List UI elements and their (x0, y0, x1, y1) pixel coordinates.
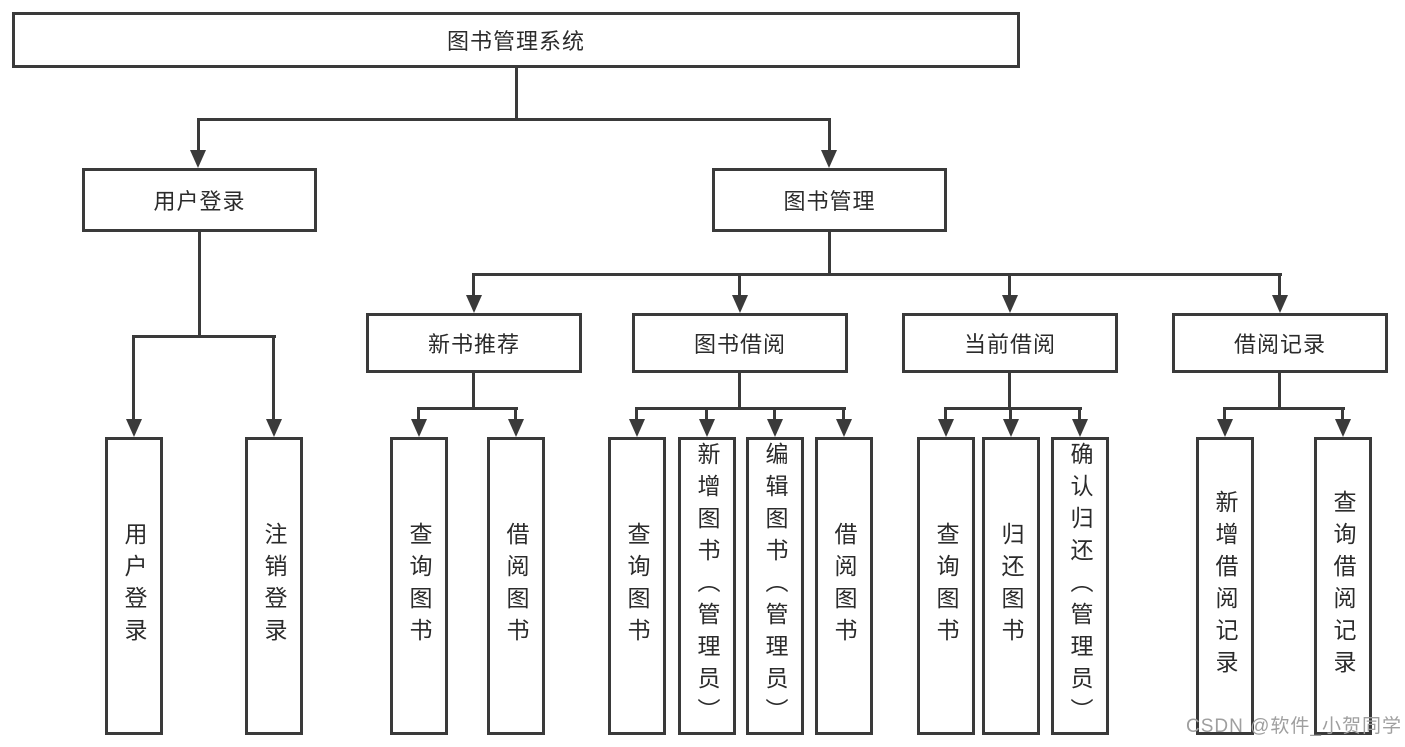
connector-line (705, 407, 708, 421)
connector-line (828, 232, 831, 275)
connector-line (635, 407, 638, 421)
csdn-watermark: CSDN @软件_小贺同学 (1186, 716, 1402, 737)
connector-line (417, 407, 420, 421)
arrowhead-icon (1003, 419, 1019, 437)
leaf-add-book-label: 新增图书（管理员） (694, 442, 720, 730)
arrowhead-icon (1002, 295, 1018, 313)
connector-line (272, 335, 275, 421)
leaf-return-book-label: 归还图书 (998, 522, 1024, 650)
connector-line (1008, 373, 1011, 409)
node-user-login-label: 用户登录 (153, 189, 246, 214)
arrowhead-icon (508, 419, 524, 437)
connector-line (1341, 407, 1344, 421)
arrowhead-icon (767, 419, 783, 437)
connector-line (1009, 407, 1012, 421)
connector-line (197, 118, 831, 121)
connector-line (944, 407, 1082, 410)
connector-line (1278, 373, 1281, 409)
arrowhead-icon (126, 419, 142, 437)
connector-line (472, 373, 475, 409)
node-borrow-records-label: 借阅记录 (1233, 332, 1326, 357)
arrowhead-icon (732, 295, 748, 313)
arrowhead-icon (1072, 419, 1088, 437)
connector-line (132, 335, 135, 421)
connector-line (417, 407, 518, 410)
leaf-query-book-2-label: 查询图书 (624, 522, 650, 650)
leaf-borrow-book-2-label: 借阅图书 (831, 522, 857, 650)
leaf-logout-label: 注销登录 (261, 522, 287, 650)
leaf-user-login-label: 用户登录 (121, 522, 147, 650)
connector-line (515, 68, 518, 121)
leaf-confirm-return: 确认归还（管理员） (1051, 437, 1109, 735)
node-book-borrow: 图书借阅 (632, 313, 848, 373)
connector-line (1078, 407, 1081, 421)
connector-line (1008, 273, 1011, 297)
connector-line (738, 273, 741, 297)
arrowhead-icon (411, 419, 427, 437)
leaf-borrow-book-2: 借阅图书 (815, 437, 873, 735)
arrowhead-icon (266, 419, 282, 437)
connector-line (635, 407, 846, 410)
node-book-mgmt-label: 图书管理 (783, 189, 876, 214)
node-borrow-records: 借阅记录 (1172, 313, 1388, 373)
arrowhead-icon (938, 419, 954, 437)
arrowhead-icon (836, 419, 852, 437)
connector-line (773, 407, 776, 421)
arrowhead-icon (190, 150, 206, 168)
leaf-query-book-3-label: 查询图书 (933, 522, 959, 650)
leaf-query-book-1-label: 查询图书 (406, 522, 432, 650)
connector-line (198, 232, 201, 337)
leaf-query-record: 查询借阅记录 (1314, 437, 1372, 735)
node-user-login: 用户登录 (82, 168, 317, 232)
connector-line (472, 273, 475, 297)
arrowhead-icon (699, 419, 715, 437)
connector-line (1223, 407, 1345, 410)
leaf-borrow-book-1-label: 借阅图书 (503, 522, 529, 650)
node-book-borrow-label: 图书借阅 (693, 332, 786, 357)
node-root: 图书管理系统 (12, 12, 1020, 68)
leaf-logout: 注销登录 (245, 437, 303, 735)
connector-line (842, 407, 845, 421)
connector-line (197, 118, 200, 152)
leaf-edit-book-label: 编辑图书（管理员） (762, 442, 788, 730)
arrowhead-icon (821, 150, 837, 168)
node-new-book-rec: 新书推荐 (366, 313, 582, 373)
leaf-confirm-return-label: 确认归还（管理员） (1067, 442, 1093, 730)
leaf-query-book-1: 查询图书 (390, 437, 448, 735)
leaf-query-book-3: 查询图书 (917, 437, 975, 735)
connector-line (944, 407, 947, 421)
leaf-return-book: 归还图书 (982, 437, 1040, 735)
connector-line (828, 118, 831, 152)
connector-line (1223, 407, 1226, 421)
connector-line (738, 373, 741, 409)
connector-line (472, 273, 1282, 276)
connector-line (132, 335, 276, 338)
leaf-add-book: 新增图书（管理员） (678, 437, 736, 735)
leaf-borrow-book-1: 借阅图书 (487, 437, 545, 735)
leaf-query-record-label: 查询借阅记录 (1330, 490, 1356, 682)
connector-line (514, 407, 517, 421)
node-new-book-rec-label: 新书推荐 (427, 332, 520, 357)
node-book-mgmt: 图书管理 (712, 168, 947, 232)
leaf-user-login: 用户登录 (105, 437, 163, 735)
node-current-borrow: 当前借阅 (902, 313, 1118, 373)
node-root-label: 图书管理系统 (446, 29, 585, 54)
node-current-borrow-label: 当前借阅 (963, 332, 1056, 357)
arrowhead-icon (1335, 419, 1351, 437)
leaf-add-record: 新增借阅记录 (1196, 437, 1254, 735)
leaf-add-record-label: 新增借阅记录 (1212, 490, 1238, 682)
connector-line (1278, 273, 1281, 297)
arrowhead-icon (1217, 419, 1233, 437)
arrowhead-icon (466, 295, 482, 313)
arrowhead-icon (1272, 295, 1288, 313)
leaf-query-book-2: 查询图书 (608, 437, 666, 735)
leaf-edit-book: 编辑图书（管理员） (746, 437, 804, 735)
arrowhead-icon (629, 419, 645, 437)
